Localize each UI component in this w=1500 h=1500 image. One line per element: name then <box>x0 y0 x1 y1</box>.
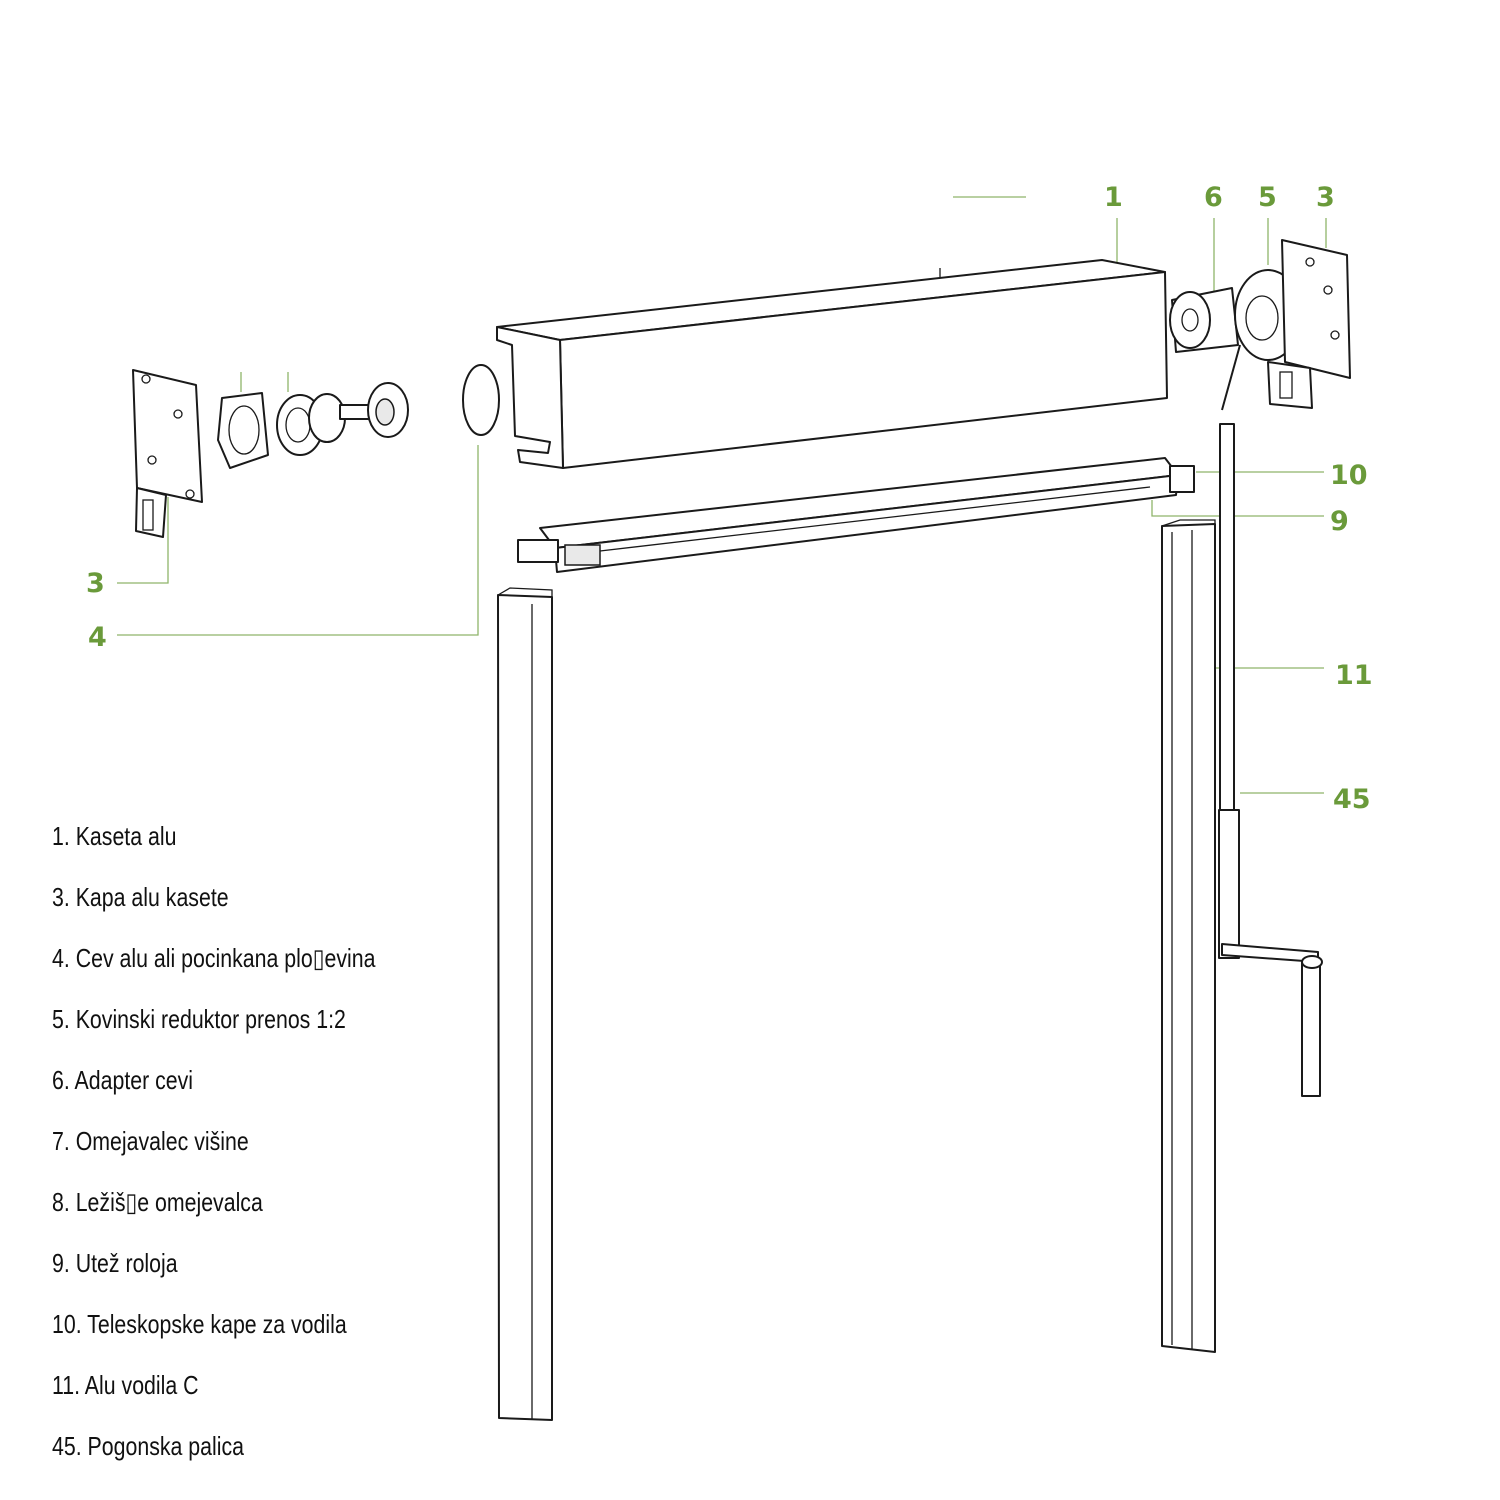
legend-item-11: 11. Alu vodila C <box>52 1370 199 1400</box>
callout-numbers: 1 6 5 3 10 9 3 4 11 45 <box>86 182 1373 815</box>
leader-lines <box>117 196 1327 794</box>
legend-item-5: 5. Kovinski reduktor prenos 1:2 <box>52 1004 346 1034</box>
cassette-part <box>462 259 1168 469</box>
left-guide-rail-part <box>497 587 553 1421</box>
callout-1: 1 <box>1104 182 1123 213</box>
legend-item-7: 7. Omejavalec višine <box>52 1126 249 1156</box>
legend-item-45: 45. Pogonska palica <box>52 1431 245 1461</box>
weight-bar-part <box>517 457 1195 573</box>
legend-item-1: 1. Kaseta alu <box>52 821 177 851</box>
legend-item-9: 9. Utež roloja <box>52 1248 178 1278</box>
callout-10: 10 <box>1330 460 1368 491</box>
left-axle-components-part <box>217 382 409 469</box>
parts-legend: 1. Kaseta alu 3. Kapa alu kasete 4. Cev … <box>52 818 446 1489</box>
crank-rod-part <box>1218 423 1323 1097</box>
callout-5: 5 <box>1258 182 1277 213</box>
callout-3-left: 3 <box>86 568 105 599</box>
legend-item-6: 6. Adapter cevi <box>52 1065 194 1095</box>
callout-11: 11 <box>1335 660 1373 691</box>
right-guide-rail-part <box>1161 519 1216 1353</box>
legend-item-10: 10. Teleskopske kape za vodila <box>52 1309 347 1339</box>
legend-item-4: 4. Cev alu ali pocinkana plo▯evina <box>52 943 376 973</box>
callout-9: 9 <box>1330 506 1349 537</box>
left-end-cap-part <box>132 369 203 538</box>
callout-45: 45 <box>1333 784 1371 815</box>
right-drive-components-part <box>1169 239 1351 411</box>
legend-item-3: 3. Kapa alu kasete <box>52 882 229 912</box>
legend-item-8: 8. Ležiš▯e omejevalca <box>52 1187 263 1217</box>
callout-4: 4 <box>88 622 107 653</box>
callout-3-right: 3 <box>1316 182 1335 213</box>
callout-6: 6 <box>1204 182 1223 213</box>
